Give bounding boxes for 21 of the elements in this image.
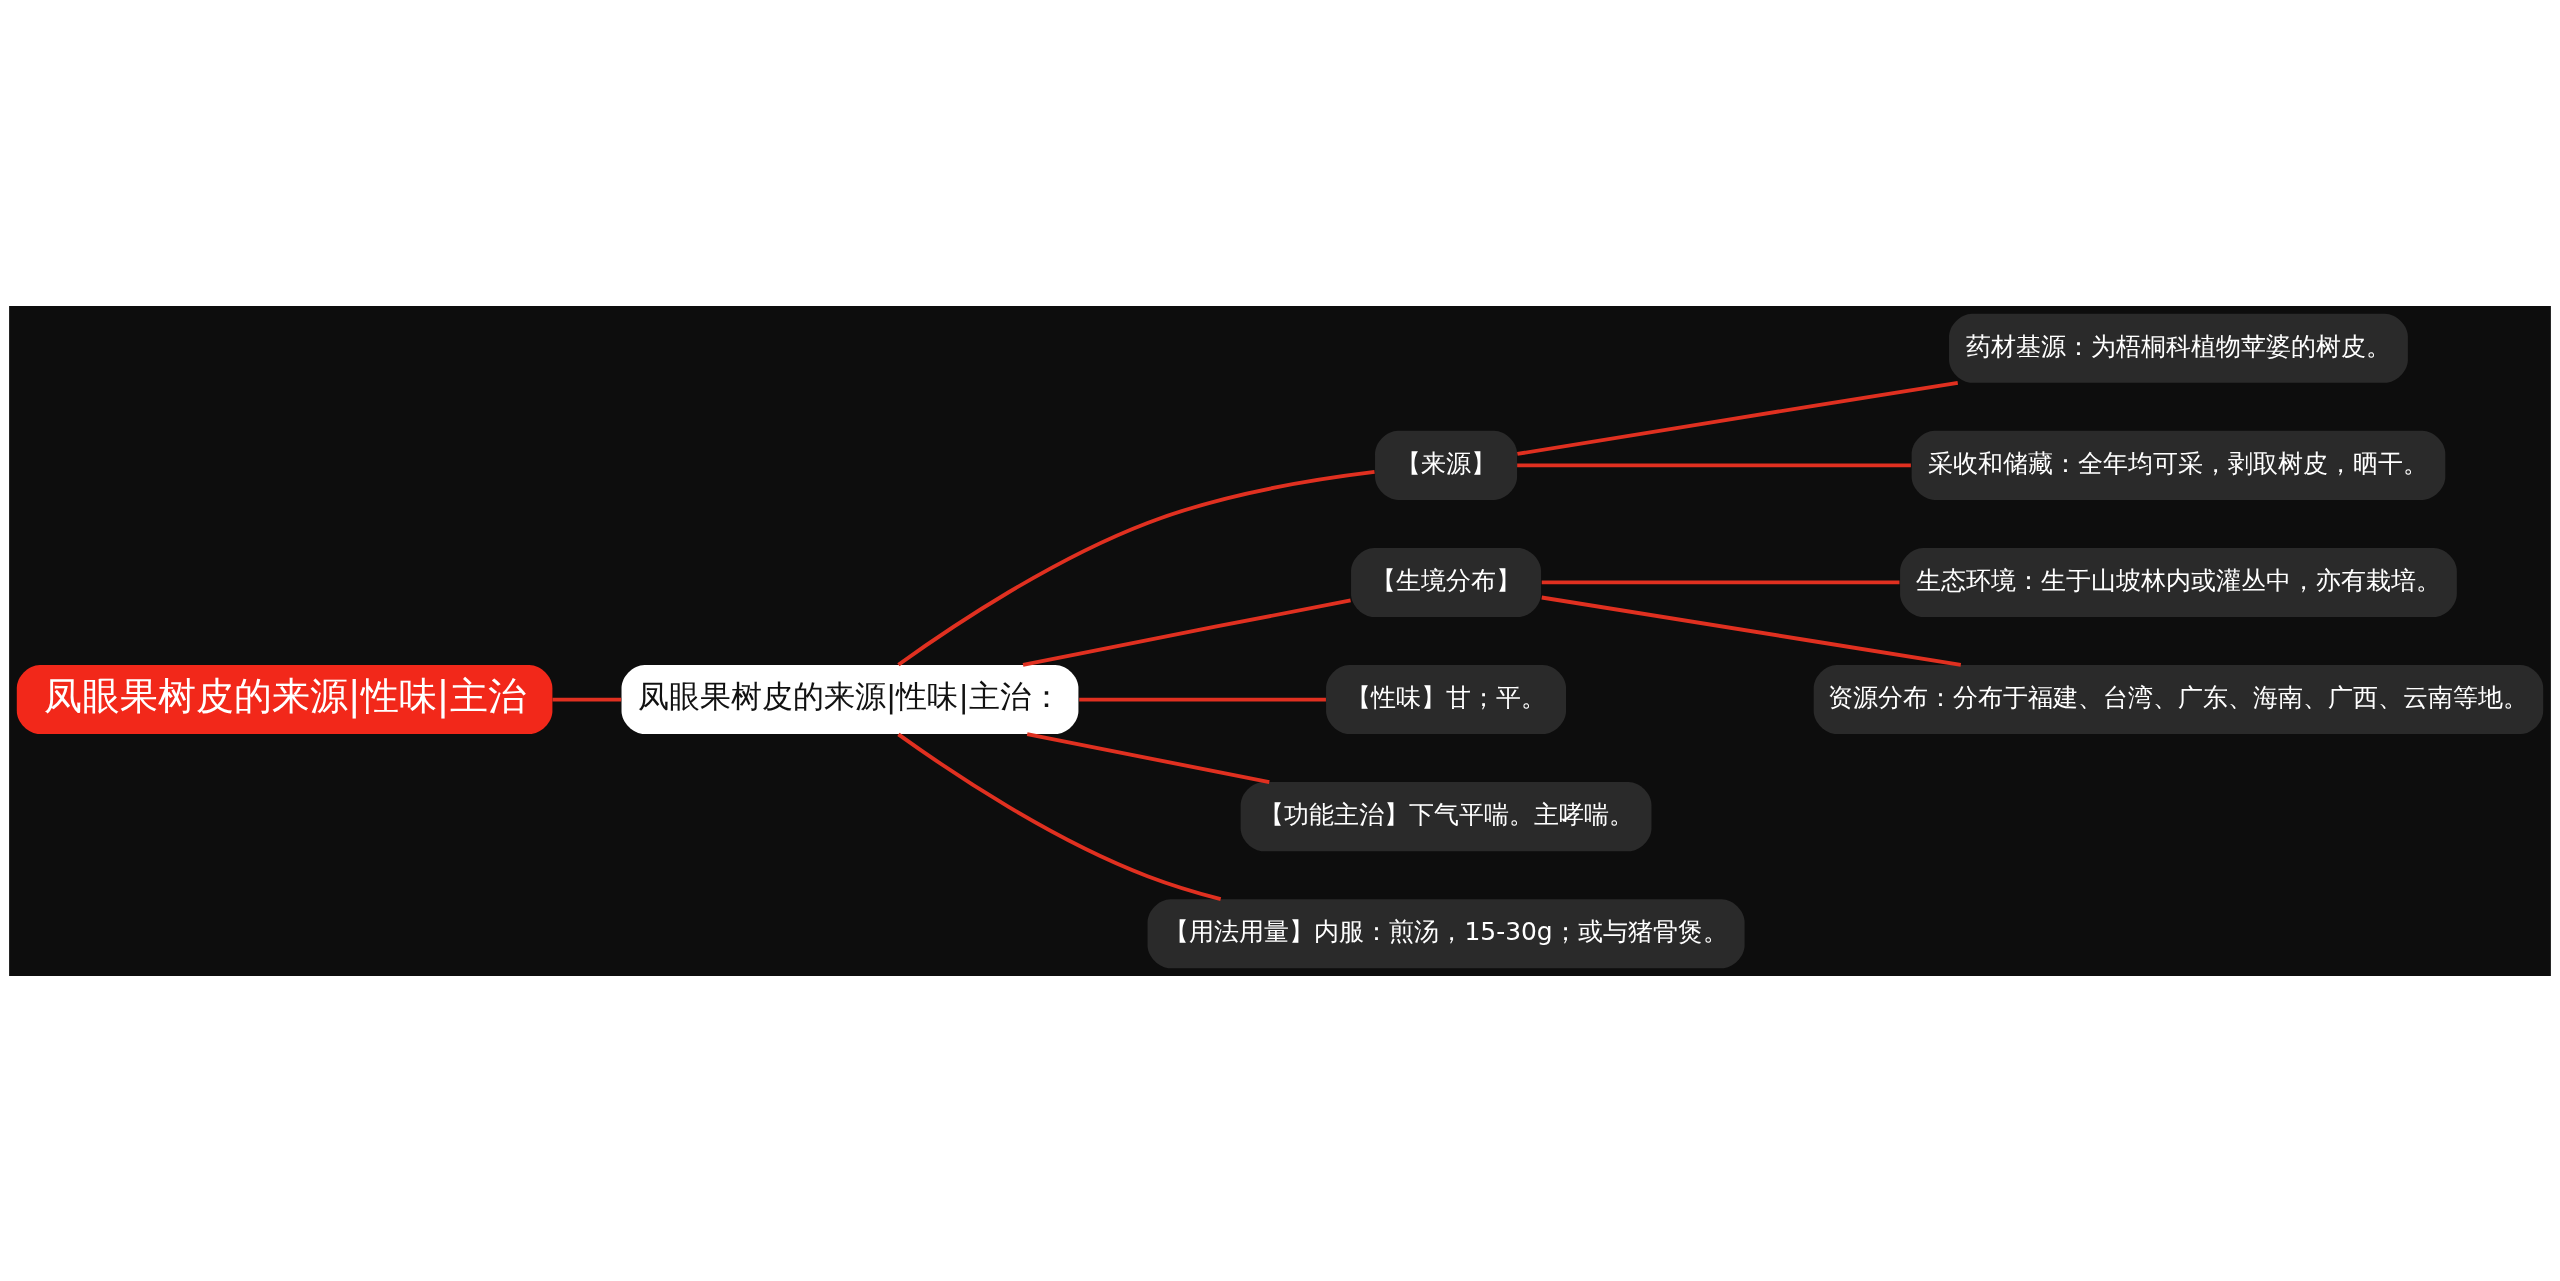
connector (1517, 462, 1911, 467)
connector (1541, 595, 1962, 667)
node-box: 凤眼果树皮的来源|性味|主治 (16, 664, 553, 734)
node-box: 生态环境：生于山坡林内或灌丛中，亦有栽培。 (1900, 547, 2457, 617)
connector (1022, 598, 1351, 667)
connector (1541, 580, 1900, 584)
connector (1517, 380, 1959, 456)
connector (1079, 697, 1326, 701)
node-box: 采收和储藏：全年均可采，剥取树皮，晒干。 (1911, 430, 2446, 500)
node-box: 凤眼果树皮的来源|性味|主治： (621, 664, 1079, 734)
connector (552, 697, 622, 701)
connector (897, 469, 1375, 666)
node-box: 【生境分布】 (1351, 547, 1542, 617)
node-box: 药材基源：为梧桐科植物苹婆的树皮。 (1949, 313, 2408, 383)
node-box: 【用法用量】内服：煎汤，15-30g；或与猪骨煲。 (1147, 898, 1745, 968)
node-box: 资源分布：分布于福建、台湾、广东、海南、广西、云南等地。 (1813, 664, 2544, 734)
connector (897, 732, 1222, 901)
connector (1026, 731, 1270, 784)
node-box: 【性味】甘；平。 (1326, 664, 1567, 734)
node-box: 【功能主治】下气平喘。主哮喘。 (1240, 781, 1652, 851)
node-box: 【来源】 (1375, 430, 1518, 500)
